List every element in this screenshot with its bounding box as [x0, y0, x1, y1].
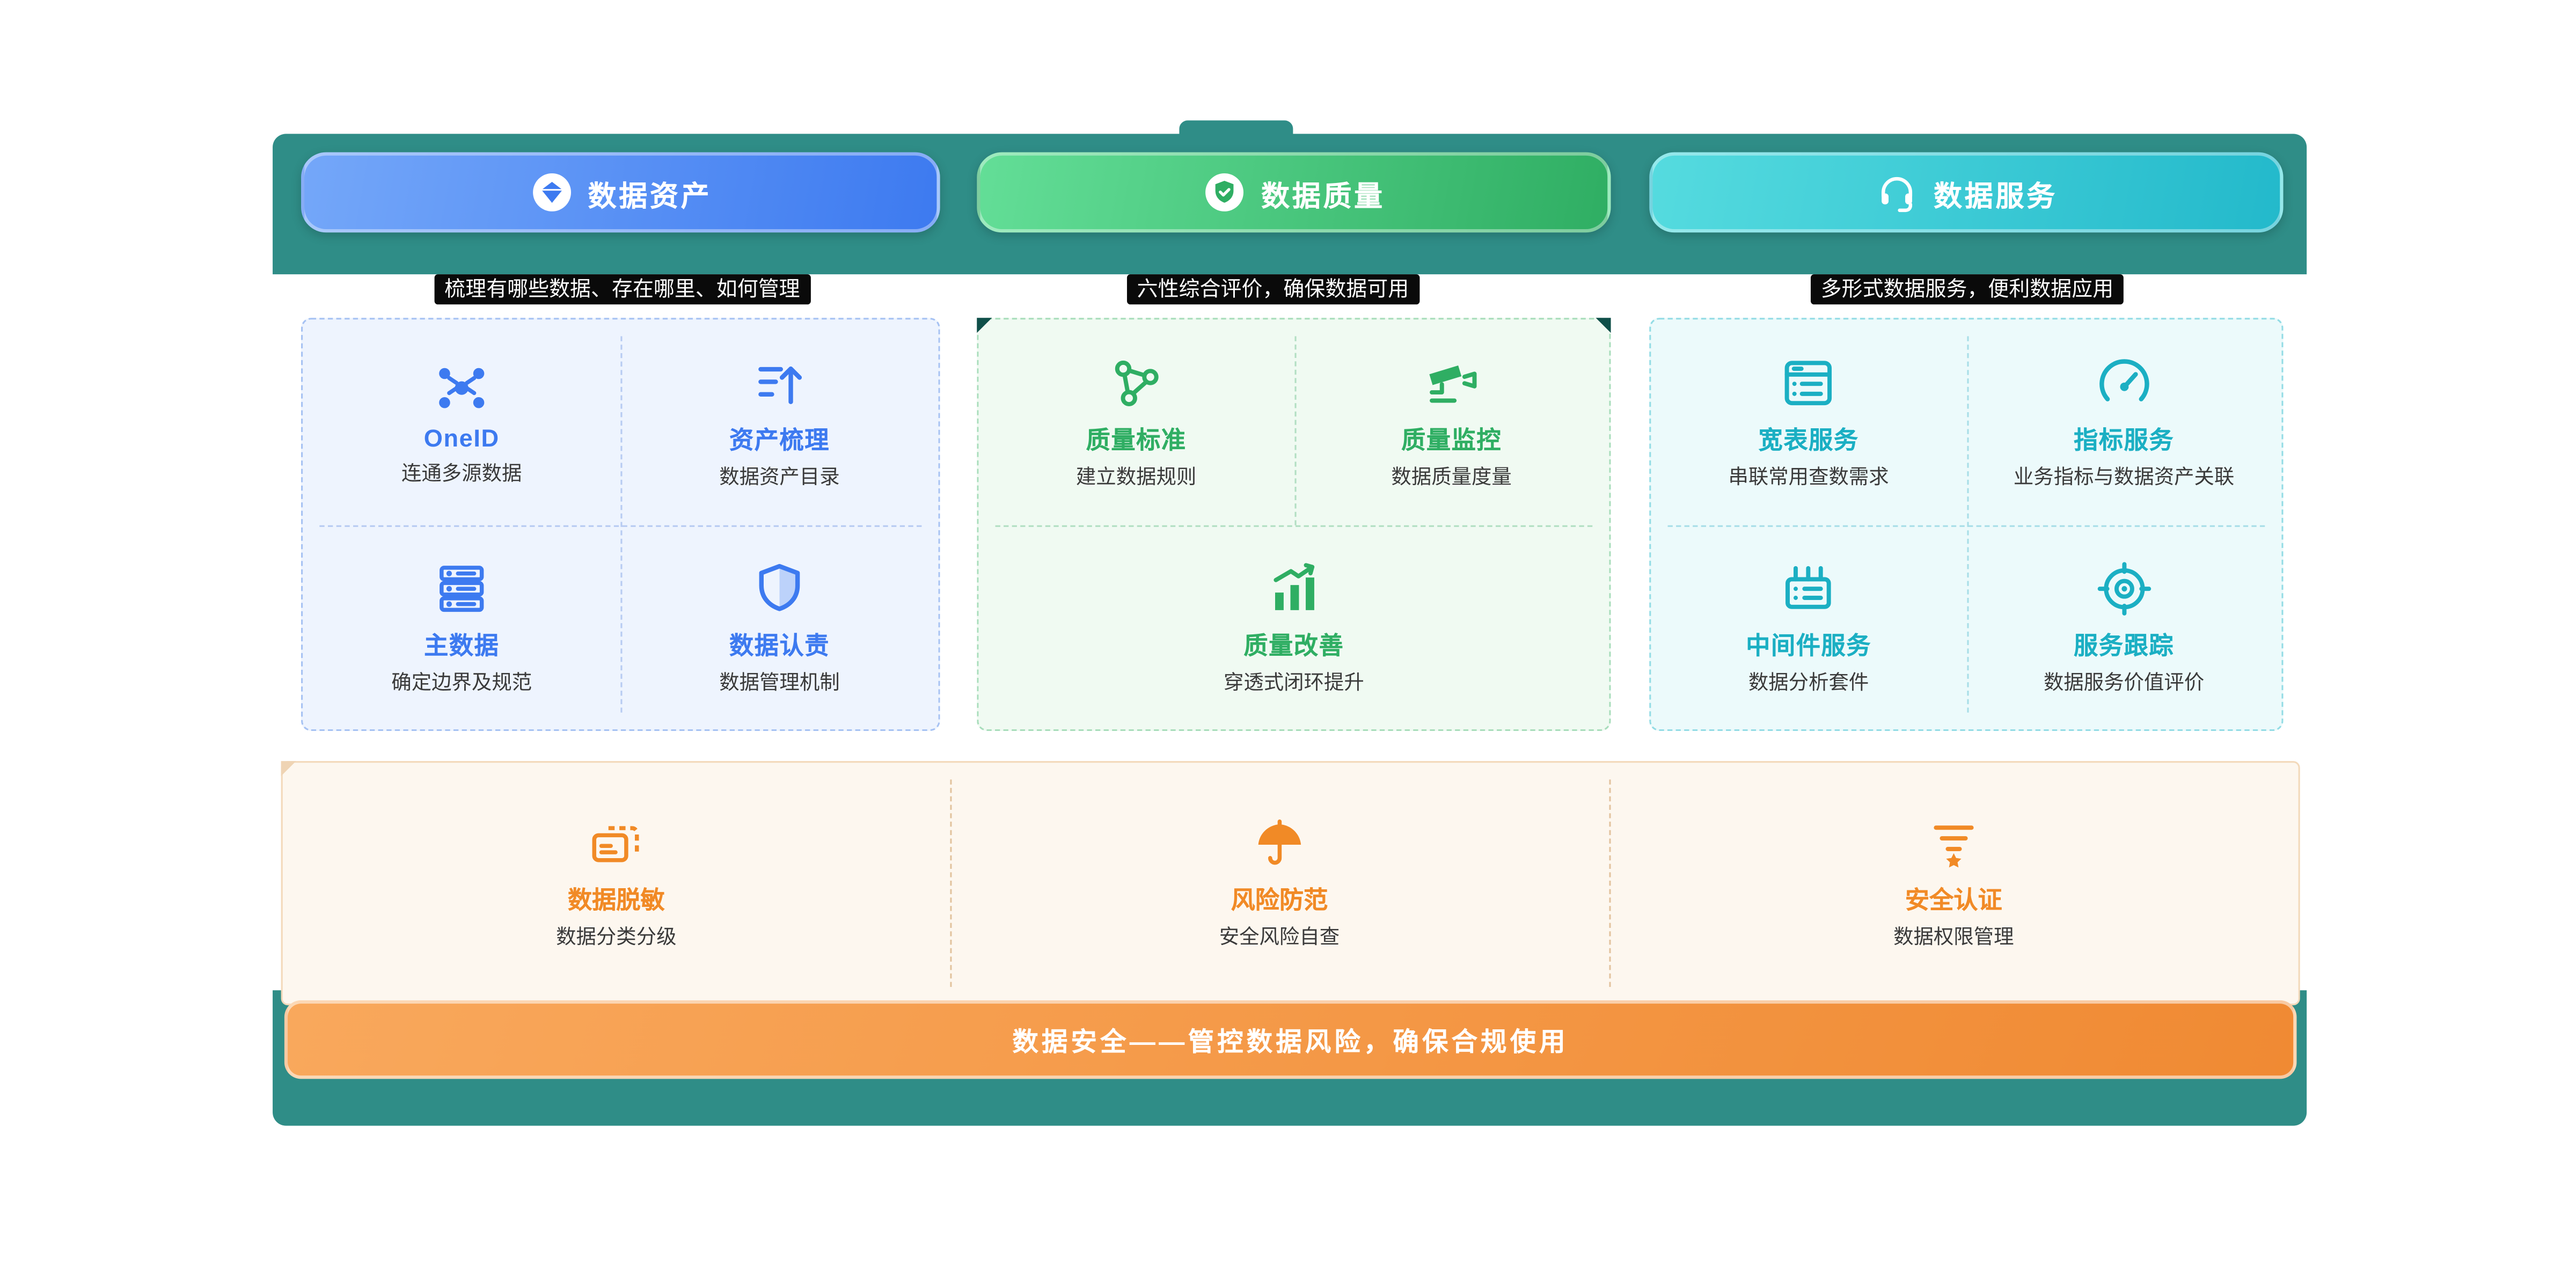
feature-title: 服务跟踪: [2074, 633, 2175, 661]
feature-title: 风险防范: [1231, 888, 1328, 915]
feature-risk-prevention: 风险防范 安全风险自查: [950, 763, 1609, 1004]
server-stack-icon: [431, 558, 492, 618]
feature-subtitle: 数据分析套件: [1748, 670, 1869, 694]
divider: [949, 779, 952, 987]
header-data-assets: 数据资产: [301, 152, 940, 233]
share-nodes-icon: [431, 357, 492, 418]
feature-security-certification: 安全认证 数据权限管理: [1609, 763, 2298, 1004]
divider: [1293, 336, 1296, 525]
feature-middleware-service: 中间件服务 数据分析套件: [1651, 524, 1966, 729]
feature-title: 中间件服务: [1746, 633, 1872, 661]
feature-subtitle: 确定边界及规范: [391, 670, 532, 694]
feature-subtitle: 数据分类分级: [556, 925, 677, 949]
feature-master-data: 主数据 确定边界及规范: [303, 524, 620, 729]
feature-data-masking: 数据脱敏 数据分类分级: [283, 763, 950, 1004]
tagline-quality: 六性综合评价，确保数据可用: [1126, 274, 1419, 305]
security-banner: 数据安全——管控数据风险，确保合规使用: [284, 1000, 2297, 1079]
feature-subtitle: 安全风险自查: [1219, 925, 1340, 949]
shield-icon: [749, 558, 809, 618]
divider: [620, 336, 623, 713]
cctv-camera-icon: [1422, 353, 1482, 413]
divider: [1966, 336, 1968, 713]
header-label: 数据质量: [1261, 180, 1385, 212]
feature-subtitle: 穿透式闭环提升: [1223, 670, 1364, 694]
gauge-icon: [2094, 353, 2154, 413]
feature-data-accountability: 数据认责 数据管理机制: [620, 524, 938, 729]
feature-subtitle: 数据资产目录: [719, 465, 840, 489]
sort-arrow-up-icon: [749, 353, 809, 413]
feature-title: 质量标准: [1086, 428, 1187, 456]
feature-title: 主数据: [424, 633, 500, 661]
feature-title: OneID: [423, 426, 500, 453]
feature-title: 宽表服务: [1758, 428, 1859, 456]
divider: [1667, 524, 2265, 526]
feature-oneid: OneID 连通多源数据: [303, 319, 620, 524]
feature-subtitle: 串联常用查数需求: [1728, 465, 1889, 489]
panel-data-services: 宽表服务 串联常用查数需求 指标服务 业务指标与数据资产关联 中间件服务 数据分…: [1649, 318, 2284, 731]
divider: [995, 524, 1593, 526]
shield-check-badge-icon: [1203, 171, 1246, 214]
middleware-icon: [1779, 558, 1839, 618]
feature-title: 资产梳理: [729, 428, 830, 456]
tagline-services: 多形式数据服务，便利数据应用: [1811, 274, 2124, 305]
headset-icon: [1875, 171, 1919, 214]
panel-data-quality: 质量标准 建立数据规则 质量监控 数据质量度量 质量改善 穿透式闭环提升: [977, 318, 1611, 731]
feature-metric-service: 指标服务 业务指标与数据资产关联: [1966, 319, 2282, 524]
header-data-quality: 数据质量: [977, 152, 1611, 233]
header-data-services: 数据服务: [1649, 152, 2284, 233]
header-label: 数据资产: [588, 180, 712, 212]
panel-data-security: 数据脱敏 数据分类分级 风险防范 安全风险自查 安全认证 数据权限管理: [281, 761, 2300, 1006]
panel-data-assets: OneID 连通多源数据 资产梳理 数据资产目录 主数据 确定边界及规范: [301, 318, 940, 731]
chart-rise-icon: [1264, 558, 1324, 618]
feature-subtitle: 数据权限管理: [1893, 925, 2014, 949]
feature-quality-monitoring: 质量监控 数据质量度量: [1294, 319, 1609, 524]
masked-card-icon: [588, 816, 645, 873]
feature-title: 安全认证: [1905, 888, 2002, 915]
feature-subtitle: 建立数据规则: [1075, 465, 1197, 489]
feature-title: 质量监控: [1401, 428, 1502, 456]
feature-wide-table-service: 宽表服务 串联常用查数需求: [1651, 319, 1966, 524]
gem-badge-icon: [529, 171, 573, 214]
feature-subtitle: 数据管理机制: [719, 670, 840, 694]
feature-subtitle: 数据服务价值评价: [2044, 670, 2205, 694]
umbrella-icon: [1251, 816, 1308, 873]
target-icon: [2094, 558, 2154, 618]
tagline-assets: 梳理有哪些数据、存在哪里、如何管理: [434, 274, 810, 305]
feature-asset-sorting: 资产梳理 数据资产目录: [620, 319, 938, 524]
feature-title: 指标服务: [2074, 428, 2175, 456]
divider: [319, 524, 922, 526]
feature-subtitle: 连通多源数据: [401, 461, 522, 485]
feature-subtitle: 数据质量度量: [1391, 465, 1512, 489]
filter-star-icon: [1925, 816, 1982, 873]
wide-table-icon: [1779, 353, 1839, 413]
divider: [1609, 779, 1611, 987]
feature-quality-improvement: 质量改善 穿透式闭环提升: [978, 524, 1609, 729]
feature-service-tracking: 服务跟踪 数据服务价值评价: [1966, 524, 2282, 729]
header-label: 数据服务: [1934, 180, 2058, 212]
feature-quality-standard: 质量标准 建立数据规则: [978, 319, 1294, 524]
feature-title: 数据认责: [729, 633, 830, 661]
feature-title: 质量改善: [1243, 633, 1344, 661]
feature-subtitle: 业务指标与数据资产关联: [2013, 465, 2235, 489]
rule-nodes-icon: [1106, 353, 1166, 413]
feature-title: 数据脱敏: [567, 888, 665, 915]
